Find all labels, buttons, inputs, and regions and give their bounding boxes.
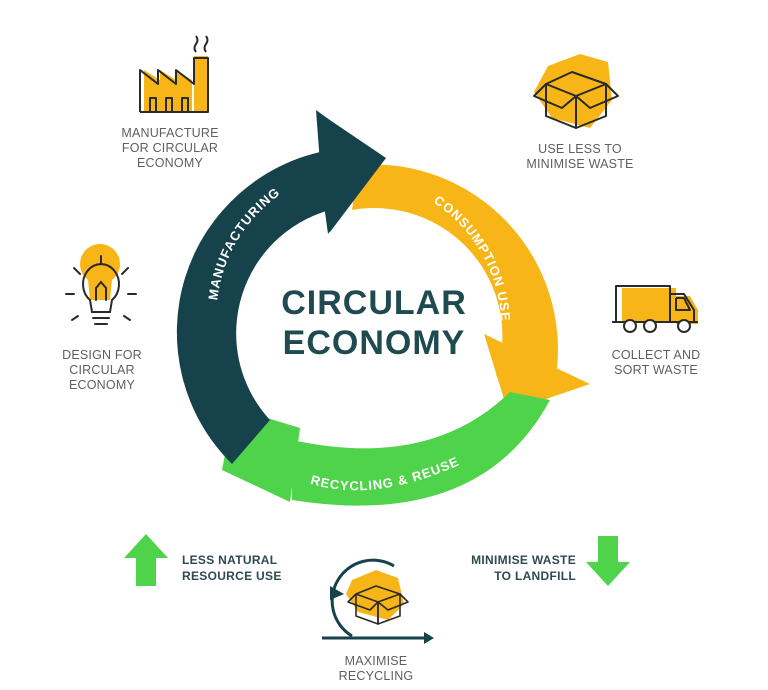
recycle-box-icon xyxy=(322,558,434,644)
down-arrow-icon xyxy=(586,536,630,586)
collect-line-2: SORT WASTE xyxy=(614,363,698,377)
collect-label: COLLECT AND SORT WASTE xyxy=(596,348,716,378)
less-natural-label: LESS NATURAL RESOURCE USE xyxy=(182,552,302,584)
manufacturing-arrow xyxy=(176,110,386,464)
use-less-line-1: USE LESS TO xyxy=(538,142,622,156)
minimise-landfill-line-1: MINIMISE WASTE xyxy=(471,553,576,567)
manufacture-line-3: ECONOMY xyxy=(137,156,203,170)
maximise-label: MAXIMISE RECYCLING xyxy=(324,654,428,684)
design-label: DESIGN FOR CIRCULAR ECONOMY xyxy=(50,348,154,393)
page-title: CIRCULAR ECONOMY xyxy=(234,283,514,363)
use-less-label: USE LESS TO MINIMISE WASTE xyxy=(510,142,650,172)
manufacture-line-2: FOR CIRCULAR xyxy=(121,141,219,155)
manufacture-line-1: MANUFACTURE xyxy=(121,126,219,140)
design-line-2: CIRCULAR xyxy=(69,363,135,377)
maximise-line-1: MAXIMISE xyxy=(344,654,408,668)
less-natural-line-1: LESS NATURAL xyxy=(182,553,278,567)
minimise-landfill-label: MINIMISE WASTE TO LANDFILL xyxy=(452,552,576,584)
up-arrow-icon xyxy=(124,534,168,586)
less-natural-line-2: RESOURCE USE xyxy=(182,569,282,583)
manufacture-label: MANUFACTURE FOR CIRCULAR ECONOMY xyxy=(110,126,230,171)
collect-line-1: COLLECT AND xyxy=(611,348,701,362)
design-line-1: DESIGN FOR xyxy=(62,348,142,362)
factory-icon xyxy=(139,35,209,113)
design-line-3: ECONOMY xyxy=(69,378,135,392)
title-line-2: ECONOMY xyxy=(282,324,466,362)
box-icon xyxy=(533,54,619,129)
use-less-line-2: MINIMISE WASTE xyxy=(526,157,634,171)
maximise-line-2: RECYCLING xyxy=(338,669,414,683)
truck-icon xyxy=(612,285,698,333)
lightbulb-icon xyxy=(65,243,137,325)
minimise-landfill-line-2: TO LANDFILL xyxy=(494,569,576,583)
title-line-1: CIRCULAR xyxy=(281,284,467,322)
